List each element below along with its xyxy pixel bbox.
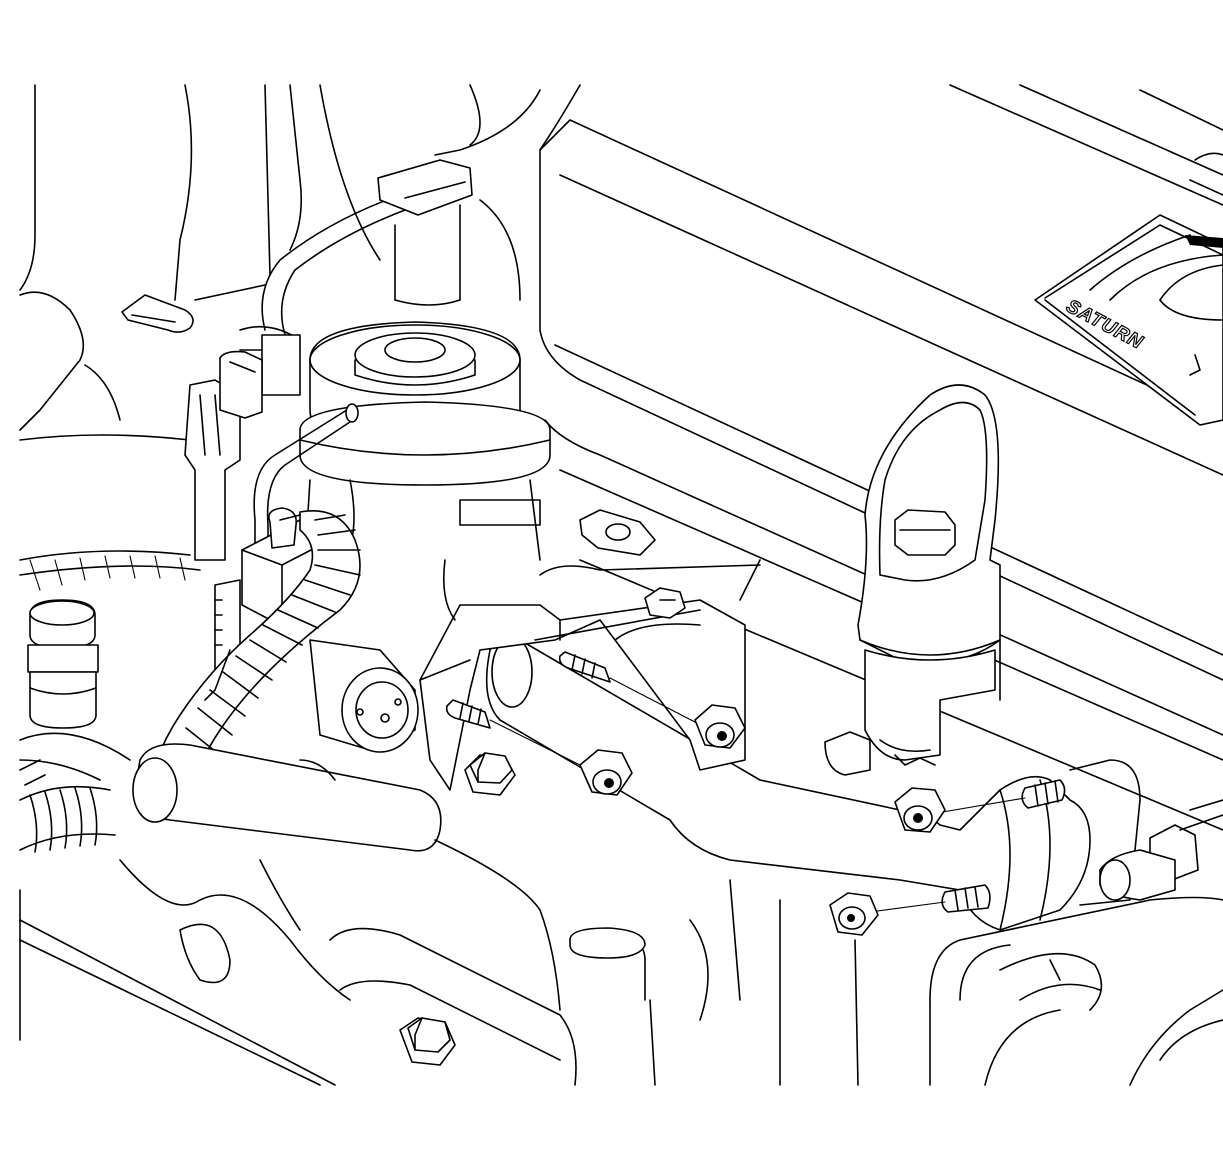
egr-valve — [239, 321, 551, 561]
logo-plate: SATURN — [1034, 214, 1223, 426]
bracket-bolt — [579, 509, 656, 556]
egr-pipe — [485, 636, 1141, 931]
bolt-right-stack — [1099, 824, 1199, 901]
electrical-connector — [309, 639, 419, 753]
nut-upper — [694, 704, 746, 749]
rubber-bumper — [27, 599, 99, 729]
retaining-clip — [121, 294, 194, 333]
vacuum-tube — [253, 403, 359, 601]
engine-block-lower — [19, 799, 1223, 1086]
oil-fill-tube — [824, 384, 1001, 776]
nut-middle — [579, 749, 633, 796]
bolt-left-center — [464, 752, 516, 796]
exhaust-manifold-studs — [445, 651, 1066, 913]
bolt-upper-right — [644, 587, 686, 619]
flange-nuts — [579, 704, 946, 936]
nut-lower — [829, 892, 879, 936]
corrugated-hose — [19, 759, 116, 853]
bolt-lower-left — [399, 1017, 456, 1066]
hex-bolts — [399, 587, 1199, 1066]
stud-upper-center — [558, 651, 721, 736]
nut-right — [894, 787, 946, 833]
upper-hose — [261, 159, 521, 336]
stud-lower — [869, 884, 991, 913]
left-upper-structure — [19, 84, 581, 591]
coolant-pipe — [19, 732, 442, 852]
connector-bracket — [184, 350, 263, 676]
stud-upper-left — [445, 699, 591, 771]
block-surface-lines — [204, 559, 761, 781]
